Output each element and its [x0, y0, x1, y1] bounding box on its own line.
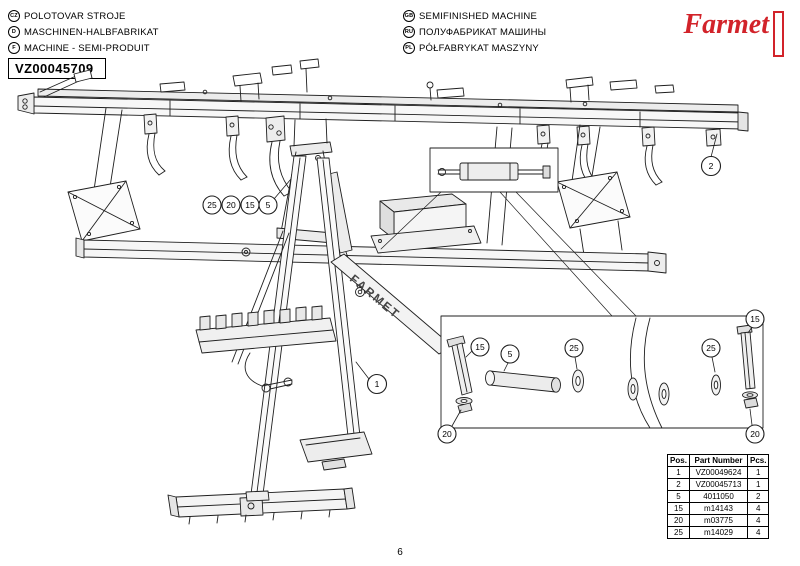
svg-text:20: 20 — [750, 429, 760, 439]
drawing-number: VZ00045709 — [8, 58, 107, 79]
language-row-gb: GB SEMIFINISHED MACHINE — [403, 8, 546, 24]
callout-5: 5 — [258, 195, 278, 215]
header-pos: Pos. — [667, 454, 690, 467]
svg-text:2: 2 — [709, 161, 714, 171]
language-block-right: GB SEMIFINISHED MACHINE RU ПОЛУФАБРИКАТ … — [403, 8, 546, 56]
pos-cell: 25 — [667, 526, 690, 539]
language-row-cz: CZ POLOTOVAR STROJE — [8, 8, 159, 24]
pin-detail-inset — [440, 315, 764, 429]
part-number-cell: VZ00045713 — [689, 478, 748, 491]
pos-cell: 5 — [667, 490, 690, 503]
callout-leader-lines — [273, 133, 753, 427]
language-code-icon: PL — [403, 42, 415, 54]
toothed-step — [195, 305, 337, 393]
language-code-icon: RU — [403, 26, 415, 38]
language-row-fr: F MACHINE - SEMI-PRODUIT — [8, 40, 159, 56]
table-row: 2 VZ00045713 1 — [667, 478, 770, 491]
gearbox — [370, 193, 482, 254]
hitch — [17, 69, 93, 115]
language-code-icon: GB — [403, 10, 415, 22]
table-row: 15 m14143 4 — [667, 502, 770, 515]
part-number-cell: m14143 — [689, 502, 748, 515]
pcs-cell: 4 — [746, 502, 770, 515]
pcs-cell: 1 — [746, 478, 770, 491]
language-label: ПОЛУФАБРИКАТ МАШИНЫ — [419, 26, 547, 38]
callout-15: 15 — [240, 195, 260, 215]
part-number-cell: m14029 — [689, 526, 748, 539]
part-number-cell: VZ00049624 — [689, 466, 748, 479]
pcs-cell: 4 — [746, 514, 770, 527]
part-number-cell: 4011050 — [689, 490, 748, 503]
pcs-cell: 1 — [746, 466, 770, 479]
callouts: 25 20 15 5 2 1 — [202, 155, 765, 444]
pos-cell: 15 — [667, 502, 690, 515]
language-label: MASCHINEN-HALBFABRIKAT — [24, 26, 159, 38]
svg-text:25: 25 — [569, 343, 579, 353]
top-beam — [33, 88, 749, 132]
farmet-logo-frame — [773, 11, 784, 57]
callout-25: 25 — [202, 195, 222, 215]
language-code-icon: D — [8, 26, 20, 38]
foot-plate — [299, 431, 373, 471]
svg-text:15: 15 — [750, 314, 760, 324]
inset-callout-20-left: 20 — [437, 424, 457, 444]
mounting-plate-right — [556, 171, 631, 229]
header-part-number: Part Number — [689, 454, 748, 467]
beam-top-fittings — [159, 58, 675, 108]
table-row: 25 m14029 4 — [667, 526, 770, 539]
language-row-ru: RU ПОЛУФАБРИКАТ МАШИНЫ — [403, 24, 546, 40]
svg-text:5: 5 — [266, 200, 271, 210]
inset-leader-lines — [380, 191, 637, 317]
farmet-logo: Farmet — [683, 9, 784, 57]
language-code-icon: CZ — [8, 10, 20, 22]
language-label: SEMIFINISHED MACHINE — [419, 10, 538, 22]
tine-brackets — [143, 113, 722, 197]
pos-cell: 2 — [667, 478, 690, 491]
svg-text:25: 25 — [207, 200, 217, 210]
table-row: 1 VZ00049624 1 — [667, 466, 770, 479]
inset-callout-25-right: 25 — [701, 338, 721, 358]
language-code-icon: F — [8, 42, 20, 54]
frame-legs — [231, 155, 453, 503]
svg-text:20: 20 — [226, 200, 236, 210]
svg-text:15: 15 — [475, 342, 485, 352]
inset-callout-15: 15 — [470, 337, 490, 357]
callout-1: 1 — [366, 373, 388, 395]
callout-20: 20 — [221, 195, 241, 215]
pcs-cell: 4 — [746, 526, 770, 539]
language-label: POLOTOVAR STROJE — [24, 10, 126, 22]
inset-callout-5: 5 — [500, 344, 520, 364]
parts-table-header-row: Pos. Part Number Pcs. — [667, 454, 770, 467]
svg-text:25: 25 — [706, 343, 716, 353]
page-number: 6 — [397, 547, 403, 558]
pos-cell: 20 — [667, 514, 690, 527]
header-pcs: Pcs. — [746, 454, 770, 467]
language-label: MACHINE - SEMI-PRODUIT — [24, 42, 150, 54]
inset-callout-15-right: 15 — [745, 309, 765, 329]
inset-callout-25-left: 25 — [564, 338, 584, 358]
middle-beam — [75, 237, 667, 274]
cylinder-detail-inset — [429, 147, 559, 193]
pos-cell: 1 — [667, 466, 690, 479]
parts-table: Pos. Part Number Pcs. 1 VZ00049624 1 2 V… — [667, 454, 770, 539]
table-row: 20 m03775 4 — [667, 514, 770, 527]
inset-callout-20-right: 20 — [745, 424, 765, 444]
svg-text:1: 1 — [375, 379, 380, 389]
callout-2: 2 — [700, 155, 722, 177]
language-block-left: CZ POLOTOVAR STROJE D MASCHINEN-HALBFABR… — [8, 8, 159, 56]
bottom-roller — [167, 487, 356, 525]
mounting-plate-left — [67, 180, 141, 242]
svg-text:15: 15 — [245, 200, 255, 210]
svg-text:20: 20 — [442, 429, 452, 439]
part-number-cell: m03775 — [689, 514, 748, 527]
svg-text:5: 5 — [508, 349, 513, 359]
table-row: 5 4011050 2 — [667, 490, 770, 503]
language-row-pl: PL PÓŁFABRYKAT MASZYNY — [403, 40, 546, 56]
language-label: PÓŁFABRYKAT MASZYNY — [419, 42, 539, 54]
pcs-cell: 2 — [746, 490, 770, 503]
farmet-logo-text: Farmet — [683, 9, 769, 40]
language-row-de: D MASCHINEN-HALBFABRIKAT — [8, 24, 159, 40]
